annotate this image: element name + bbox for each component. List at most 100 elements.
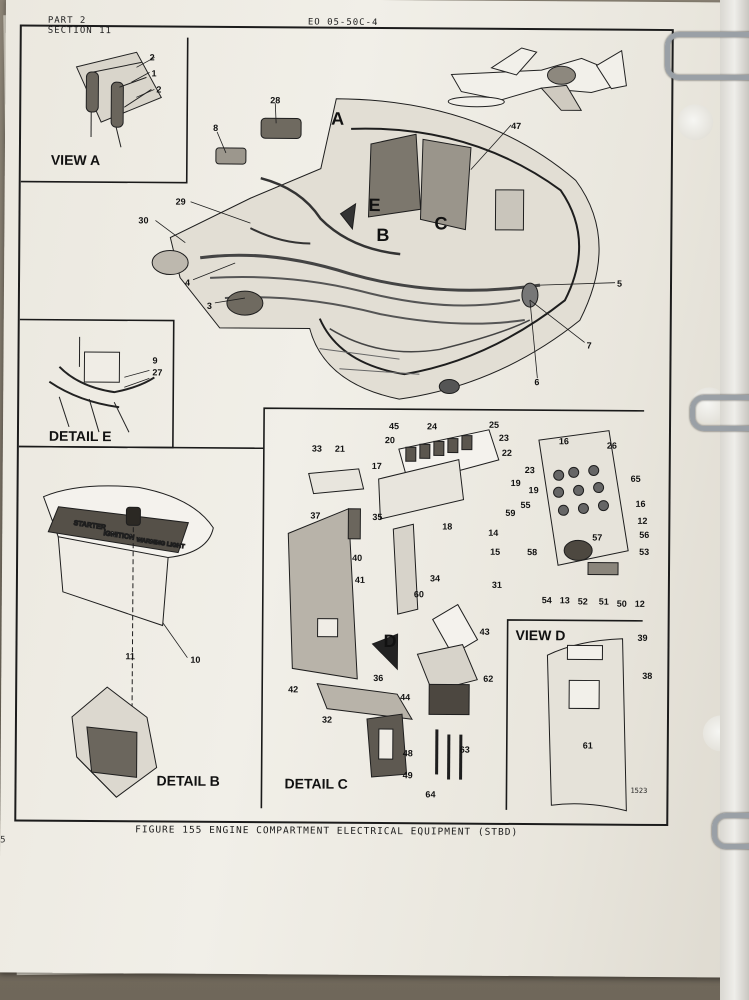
- detail-e-label: DETAIL E: [49, 428, 112, 444]
- callout-65: 65: [631, 474, 641, 484]
- callout-12a: 12: [637, 516, 647, 526]
- callout-18: 18: [442, 521, 452, 531]
- drawing-code: 1523: [630, 786, 648, 795]
- callout-52: 52: [578, 596, 588, 606]
- callout-61: 61: [583, 740, 593, 750]
- callout-23: 23: [499, 433, 509, 443]
- callout-57: 57: [592, 533, 602, 543]
- callout-19: 19: [511, 478, 521, 488]
- main-letter-b: B: [376, 225, 389, 245]
- binder-ring-bottom: [712, 813, 749, 849]
- callout-22: 22: [502, 448, 512, 458]
- view-labels: VIEW A DETAIL E DETAIL B DETAIL C VIEW D…: [49, 109, 566, 792]
- callout-24: 24: [427, 421, 437, 431]
- callout-16b: 16: [635, 499, 645, 509]
- callout-26: 26: [607, 441, 617, 451]
- callout-4: 4: [185, 278, 190, 288]
- engine-compartment-drawing: [151, 98, 600, 400]
- callout-40: 40: [352, 553, 362, 563]
- callout-28: 28: [270, 95, 280, 105]
- detail-b-top-border: [18, 445, 264, 450]
- callout-view-a-2b: 2: [156, 84, 161, 94]
- figure-drawing: STARTER IGNITION WARNING LIGHT: [18, 37, 652, 812]
- callout-55: 55: [520, 500, 530, 510]
- callout-view-a-2a: 2: [150, 52, 155, 62]
- binder-ring-top: [665, 32, 749, 80]
- callout-7: 7: [587, 340, 592, 350]
- page-edge-mark: 5: [0, 835, 6, 846]
- callout-14: 14: [488, 528, 498, 538]
- callout-23b: 23: [525, 465, 535, 475]
- manual-page: PART 2 SECTION 11 EO 05-50C-4: [0, 0, 749, 978]
- view-a-label: VIEW A: [51, 152, 100, 168]
- callout-5: 5: [617, 279, 622, 289]
- detail-b-label: DETAIL B: [156, 772, 219, 788]
- figure-frame: STARTER IGNITION WARNING LIGHT: [14, 24, 674, 827]
- callout-44: 44: [400, 692, 410, 702]
- callout-33: 33: [312, 444, 322, 454]
- callout-63: 63: [460, 745, 470, 755]
- callout-35: 35: [372, 512, 382, 522]
- callout-60: 60: [414, 589, 424, 599]
- callout-53: 53: [639, 547, 649, 557]
- callout-51: 51: [599, 597, 609, 607]
- callout-30: 30: [138, 215, 148, 225]
- detail-c-drawing: [287, 429, 629, 780]
- callout-17: 17: [372, 461, 382, 471]
- binder-ring-middle: [690, 395, 749, 431]
- main-letter-a: A: [331, 109, 344, 129]
- view-d-drawing: [546, 638, 627, 812]
- callout-13: 13: [560, 595, 570, 605]
- detail-c-label: DETAIL C: [284, 775, 347, 791]
- callout-20: 20: [385, 435, 395, 445]
- view-a-border: [20, 37, 189, 184]
- callout-29: 29: [176, 197, 186, 207]
- callout-3: 3: [207, 301, 212, 311]
- callout-34: 34: [430, 573, 440, 583]
- view-a-drawing: [75, 51, 163, 148]
- callout-12b: 12: [635, 599, 645, 609]
- callout-16a: 16: [559, 436, 569, 446]
- main-letter-c: C: [434, 213, 447, 233]
- callout-21: 21: [335, 444, 345, 454]
- callout-36: 36: [373, 673, 383, 683]
- aircraft-silhouette: [447, 47, 627, 111]
- figure-caption: FIGURE 155 ENGINE COMPARTMENT ELECTRICAL…: [135, 824, 519, 839]
- callout-31: 31: [492, 580, 502, 590]
- callout-view-a-1: 1: [151, 68, 156, 78]
- callout-45: 45: [389, 421, 399, 431]
- callout-10: 10: [190, 655, 200, 665]
- callout-54: 54: [542, 595, 552, 605]
- arrow-d-letter: D: [383, 631, 396, 651]
- callout-32: 32: [322, 715, 332, 725]
- detail-c-border: [260, 407, 645, 809]
- callout-8: 8: [213, 123, 218, 133]
- callout-11: 11: [125, 651, 135, 661]
- detail-b-drawing: STARTER IGNITION WARNING LIGHT: [42, 485, 214, 798]
- callout-27: 27: [152, 367, 162, 377]
- callout-25: 25: [489, 420, 499, 430]
- callout-47: 47: [511, 121, 521, 131]
- view-d-label: VIEW D: [516, 627, 566, 643]
- callout-62: 62: [483, 674, 493, 684]
- callout-49: 49: [403, 770, 413, 780]
- callout-50: 50: [617, 599, 627, 609]
- callout-48: 48: [403, 748, 413, 758]
- callout-6: 6: [534, 377, 539, 387]
- punch-hole-top: [677, 104, 714, 141]
- callout-56: 56: [639, 530, 649, 540]
- callout-39: 39: [638, 633, 648, 643]
- binder-spine: [720, 0, 749, 1000]
- leader-lines: [124, 57, 616, 658]
- main-letter-e: E: [368, 195, 380, 215]
- view-d-border: [505, 619, 643, 810]
- callout-42: 42: [288, 684, 298, 694]
- callout-numbers: 2 1 2 28 8 29 30 4 3 47 5 7 6 9 27 10 11…: [125, 52, 652, 799]
- callout-9: 9: [152, 355, 157, 365]
- callout-15: 15: [490, 547, 500, 557]
- callout-38: 38: [642, 671, 652, 681]
- callout-64: 64: [425, 789, 435, 799]
- callout-43: 43: [480, 627, 490, 637]
- callout-19b: 19: [529, 485, 539, 495]
- callout-41: 41: [355, 575, 365, 585]
